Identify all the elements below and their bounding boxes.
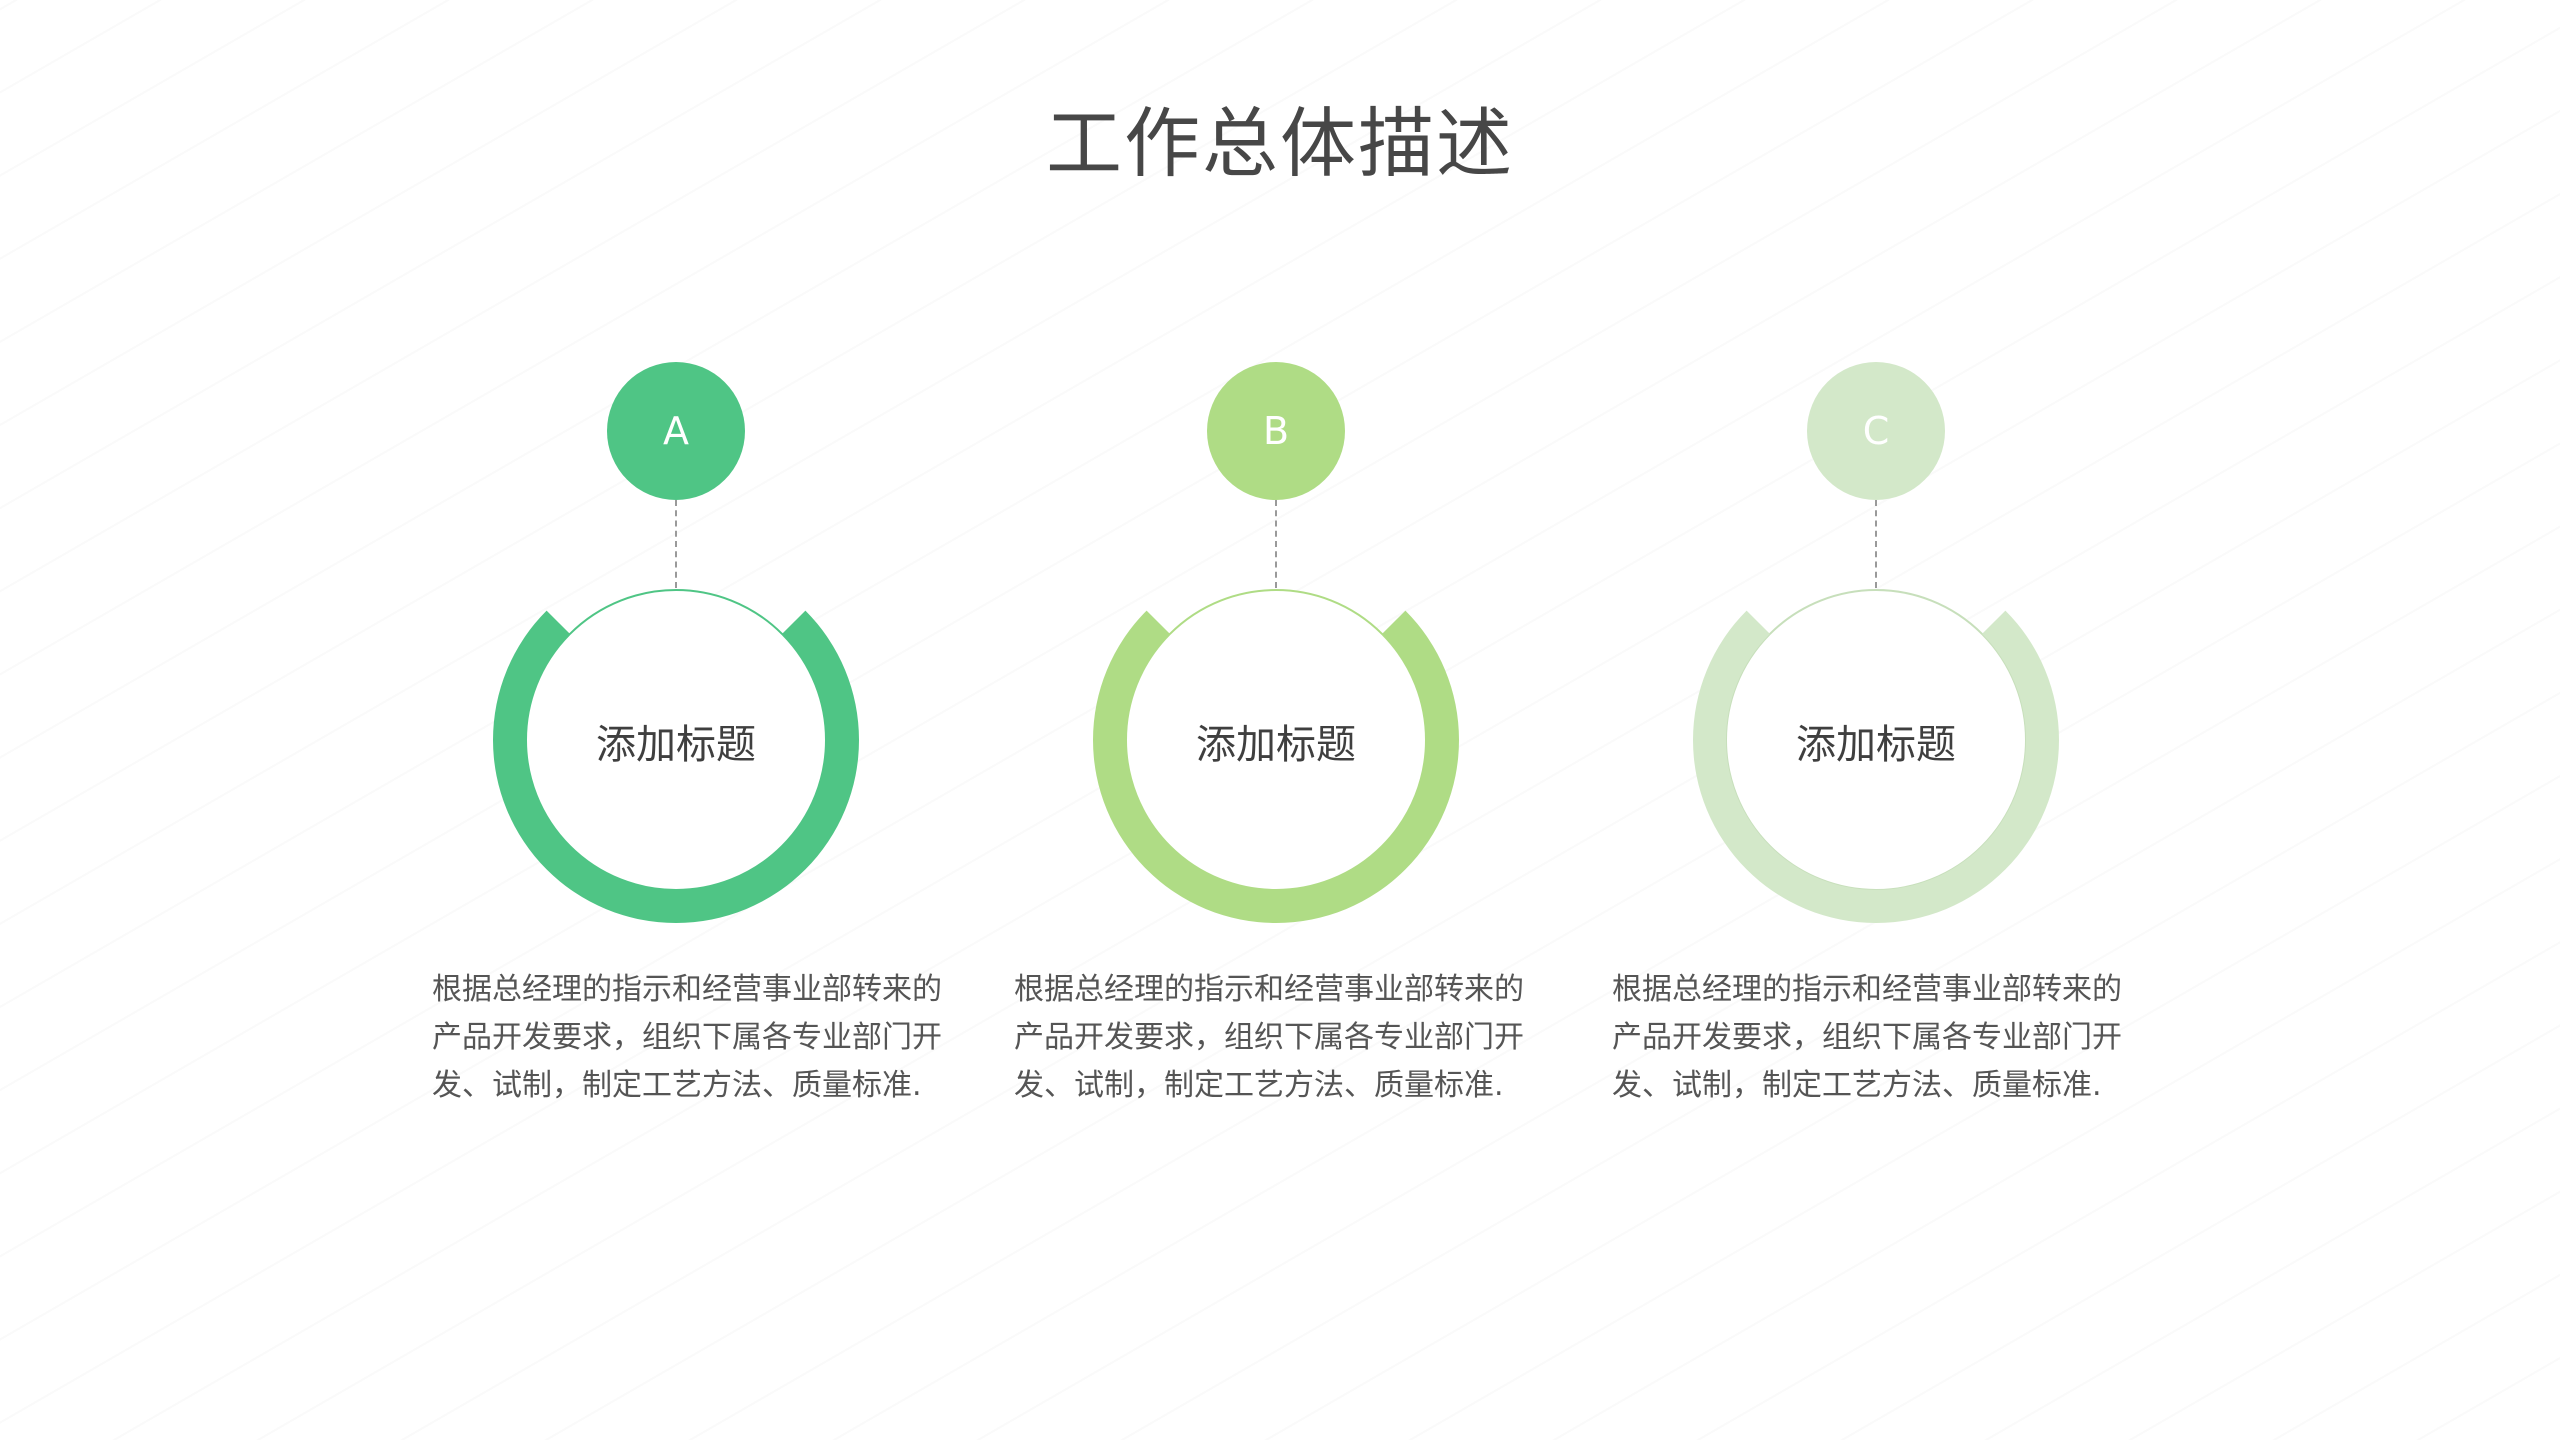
dashed-connector <box>1875 500 1877 588</box>
item-description: 根据总经理的指示和经营事业部转来的产品开发要求，组织下属各专业部门开发、试制，制… <box>1612 972 2122 1103</box>
badge-b: B <box>1207 362 1345 500</box>
item-heading: 添加标题 <box>596 722 756 768</box>
ring-b <box>1093 589 1459 924</box>
dashed-connector <box>1275 500 1277 588</box>
item-column-b: B 添加标题 根据总经理的指示和经营事业部转来的产品开发要求，组织下属各专业部门… <box>976 0 1576 1440</box>
badge-c: C <box>1807 362 1945 500</box>
badge-a: A <box>607 362 745 500</box>
dashed-connector <box>675 500 677 588</box>
item-description: 根据总经理的指示和经营事业部转来的产品开发要求，组织下属各专业部门开发、试制，制… <box>432 972 942 1103</box>
item-column-c: C 添加标题 根据总经理的指示和经营事业部转来的产品开发要求，组织下属各专业部门… <box>1576 0 2176 1440</box>
ring-a <box>493 589 859 924</box>
ring-c <box>1693 589 2059 924</box>
page-title: 工作总体描述 <box>1046 99 1514 188</box>
item-heading: 添加标题 <box>1196 722 1356 768</box>
item-column-a: A 添加标题 根据总经理的指示和经营事业部转来的产品开发要求，组织下属各专业部门… <box>376 0 976 1440</box>
item-description: 根据总经理的指示和经营事业部转来的产品开发要求，组织下属各专业部门开发、试制，制… <box>1014 972 1524 1103</box>
item-heading: 添加标题 <box>1796 722 1956 768</box>
